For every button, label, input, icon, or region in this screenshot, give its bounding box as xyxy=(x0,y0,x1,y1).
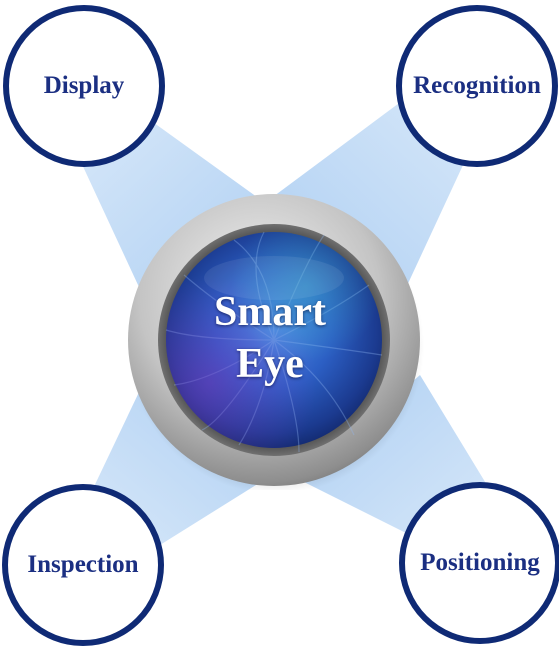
center-label-line1: Smart xyxy=(214,289,326,335)
node-inspection: Inspection xyxy=(2,484,164,646)
camera-lens xyxy=(128,194,424,490)
node-display-label: Display xyxy=(43,72,125,99)
beam-display xyxy=(80,120,275,300)
beam-recognition xyxy=(262,95,470,290)
node-inspection-label: Inspection xyxy=(27,551,139,578)
node-positioning-label: Positioning xyxy=(420,549,540,576)
node-recognition-label: Recognition xyxy=(413,72,541,99)
node-recognition: Recognition xyxy=(396,5,558,167)
node-display: Display xyxy=(3,5,165,167)
node-positioning: Positioning xyxy=(399,482,559,644)
center-label: Smart Eye xyxy=(170,286,370,390)
center-label-line2: Eye xyxy=(236,341,304,387)
